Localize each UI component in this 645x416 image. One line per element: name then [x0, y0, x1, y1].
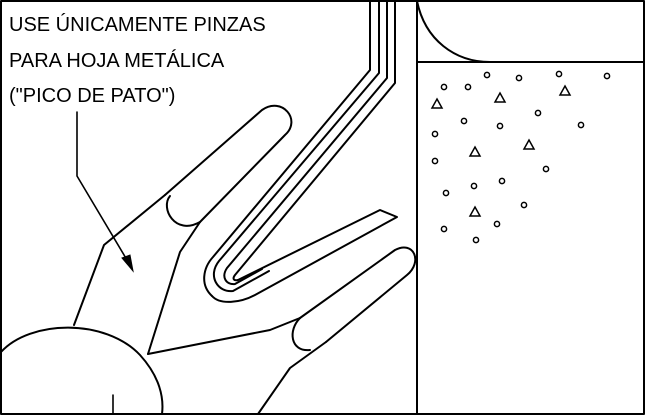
- debris-circle: [603, 72, 611, 80]
- debris-triangle: [558, 84, 572, 96]
- upper-finger: [164, 104, 293, 223]
- lower-finger: [299, 246, 417, 343]
- leader-arrow: [76, 111, 134, 273]
- debris-circle: [496, 122, 504, 130]
- glove-outline: [73, 104, 417, 415]
- debris-circle: [577, 121, 585, 129]
- debris-triangle: [468, 145, 482, 157]
- debris-circle: [520, 201, 528, 209]
- debris-circle: [493, 220, 501, 228]
- debris-circle: [555, 70, 563, 78]
- debris-circle: [460, 117, 468, 125]
- sheet-corner-curve: [416, 0, 491, 63]
- debris-circle: [431, 130, 439, 138]
- debris-circle: [440, 225, 448, 233]
- debris-circle: [498, 177, 506, 185]
- debris-particles: [430, 70, 611, 244]
- arrowhead: [121, 254, 134, 273]
- caption-line-3: ("PICO DE PATO"): [9, 85, 175, 107]
- debris-circle: [534, 109, 542, 117]
- debris-circle: [464, 83, 472, 91]
- debris-circle: [472, 236, 480, 244]
- caption-line-1: USE ÚNICAMENTE PINZAS: [9, 13, 266, 36]
- debris-circle: [515, 74, 523, 82]
- debris-triangle: [493, 91, 507, 103]
- debris-circle: [542, 165, 550, 173]
- hand-palm-circle: [0, 326, 164, 415]
- debris-triangle: [468, 205, 482, 217]
- debris-triangle: [522, 138, 536, 150]
- caption-line-2: PARA HOJA METÁLICA: [9, 49, 225, 72]
- debris-triangle: [430, 97, 444, 109]
- duckbill-pliers: [203, 0, 398, 303]
- debris-circle: [483, 71, 491, 79]
- debris-circle: [440, 83, 448, 91]
- debris-circle: [431, 157, 439, 165]
- debris-circle: [470, 182, 478, 190]
- debris-circle: [442, 189, 450, 197]
